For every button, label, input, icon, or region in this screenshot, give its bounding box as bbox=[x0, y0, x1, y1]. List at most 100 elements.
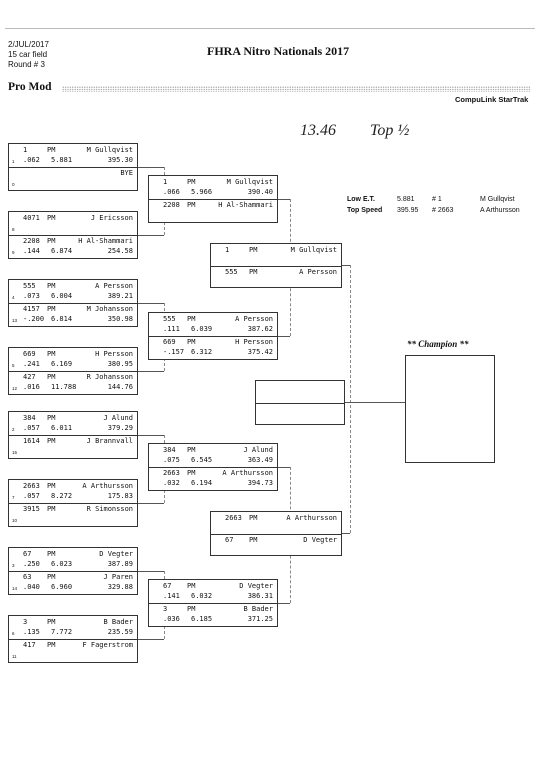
car-number: 417 bbox=[23, 641, 36, 649]
car-number: 67 bbox=[225, 535, 234, 544]
car-number: 384 bbox=[163, 446, 176, 454]
elapsed-time: 7.772 bbox=[51, 628, 73, 636]
connector-line bbox=[278, 603, 290, 604]
car-number: 384 bbox=[23, 414, 36, 422]
car-class: PM bbox=[187, 582, 196, 590]
driver-name: A Arthursson bbox=[222, 469, 273, 477]
car-class: PM bbox=[47, 214, 56, 222]
elapsed-time: 11.788 bbox=[51, 383, 77, 391]
driver-name: H Persson bbox=[235, 338, 273, 346]
connector-line bbox=[342, 533, 350, 534]
car-number: 555 bbox=[225, 267, 238, 276]
driver-name: A Persson bbox=[235, 315, 273, 323]
entry-times-row bbox=[9, 651, 137, 660]
car-class: PM bbox=[47, 350, 56, 358]
car-class: PM bbox=[47, 282, 56, 290]
car-number: 2663 bbox=[163, 469, 180, 477]
champion-label: ** Champion ** bbox=[407, 339, 469, 349]
driver-name: A Persson bbox=[95, 282, 133, 290]
car-number: 669 bbox=[163, 338, 176, 346]
entry-bottom: 2208 PM H Al-Shammari bbox=[149, 199, 277, 222]
event-date: 2/JUL/2017 bbox=[8, 40, 49, 49]
reaction-time: .250 bbox=[23, 560, 40, 568]
top-speed-value: 395.95 bbox=[397, 207, 419, 214]
final-bottom-slot bbox=[256, 403, 344, 425]
lane-number: 1 bbox=[12, 159, 15, 164]
lane-number: 5 bbox=[12, 363, 15, 368]
driver-name: F Fagerstrom bbox=[82, 641, 133, 649]
handwritten-note: Top ½ bbox=[370, 122, 410, 139]
header-top-rule bbox=[5, 28, 535, 29]
lane-number: 2 bbox=[12, 427, 15, 432]
connector-line bbox=[278, 336, 290, 337]
car-class: PM bbox=[187, 605, 196, 613]
car-class: PM bbox=[187, 201, 196, 209]
driver-name: A Persson bbox=[299, 267, 337, 276]
speed-mph: 387.62 bbox=[247, 325, 273, 333]
car-number: 2663 bbox=[23, 482, 40, 490]
connector-line bbox=[138, 639, 164, 640]
elapsed-time: 6.874 bbox=[51, 247, 73, 255]
driver-name: M Gullqvist bbox=[226, 178, 273, 186]
reaction-time: .032 bbox=[163, 479, 180, 487]
driver-name: M Gullqvist bbox=[86, 146, 133, 154]
round-number: Round # 3 bbox=[8, 60, 45, 69]
top-speed-label: Top Speed bbox=[347, 207, 383, 214]
connector-line bbox=[138, 167, 164, 168]
final-box bbox=[255, 380, 345, 425]
lane-number: 4 bbox=[12, 295, 15, 300]
handwritten-time: 13.46 bbox=[300, 122, 336, 139]
connector-line bbox=[138, 371, 164, 372]
car-number: 63 bbox=[23, 573, 32, 581]
driver-name: J Paren bbox=[103, 573, 133, 581]
speed-mph: 395.30 bbox=[107, 156, 133, 164]
car-class: PM bbox=[47, 550, 56, 558]
connector-line bbox=[345, 402, 405, 403]
car-number: 2208 bbox=[163, 201, 180, 209]
reaction-time: .062 bbox=[23, 156, 40, 164]
driver-name: H Al-Shammari bbox=[218, 201, 273, 209]
entry-name-row: 63 PM J Paren bbox=[9, 573, 137, 582]
elapsed-time: 6.960 bbox=[51, 583, 73, 591]
car-class: PM bbox=[47, 482, 56, 490]
elapsed-time: 6.814 bbox=[51, 315, 73, 323]
connector-line bbox=[278, 467, 290, 468]
speed-mph: 254.58 bbox=[107, 247, 133, 255]
car-class: PM bbox=[47, 573, 56, 581]
elapsed-time: 6.185 bbox=[191, 615, 213, 623]
reaction-time: .057 bbox=[23, 492, 40, 500]
lane-number: 8 bbox=[12, 227, 15, 232]
driver-name: A Arthursson bbox=[286, 514, 337, 522]
reaction-time: .144 bbox=[23, 247, 40, 255]
